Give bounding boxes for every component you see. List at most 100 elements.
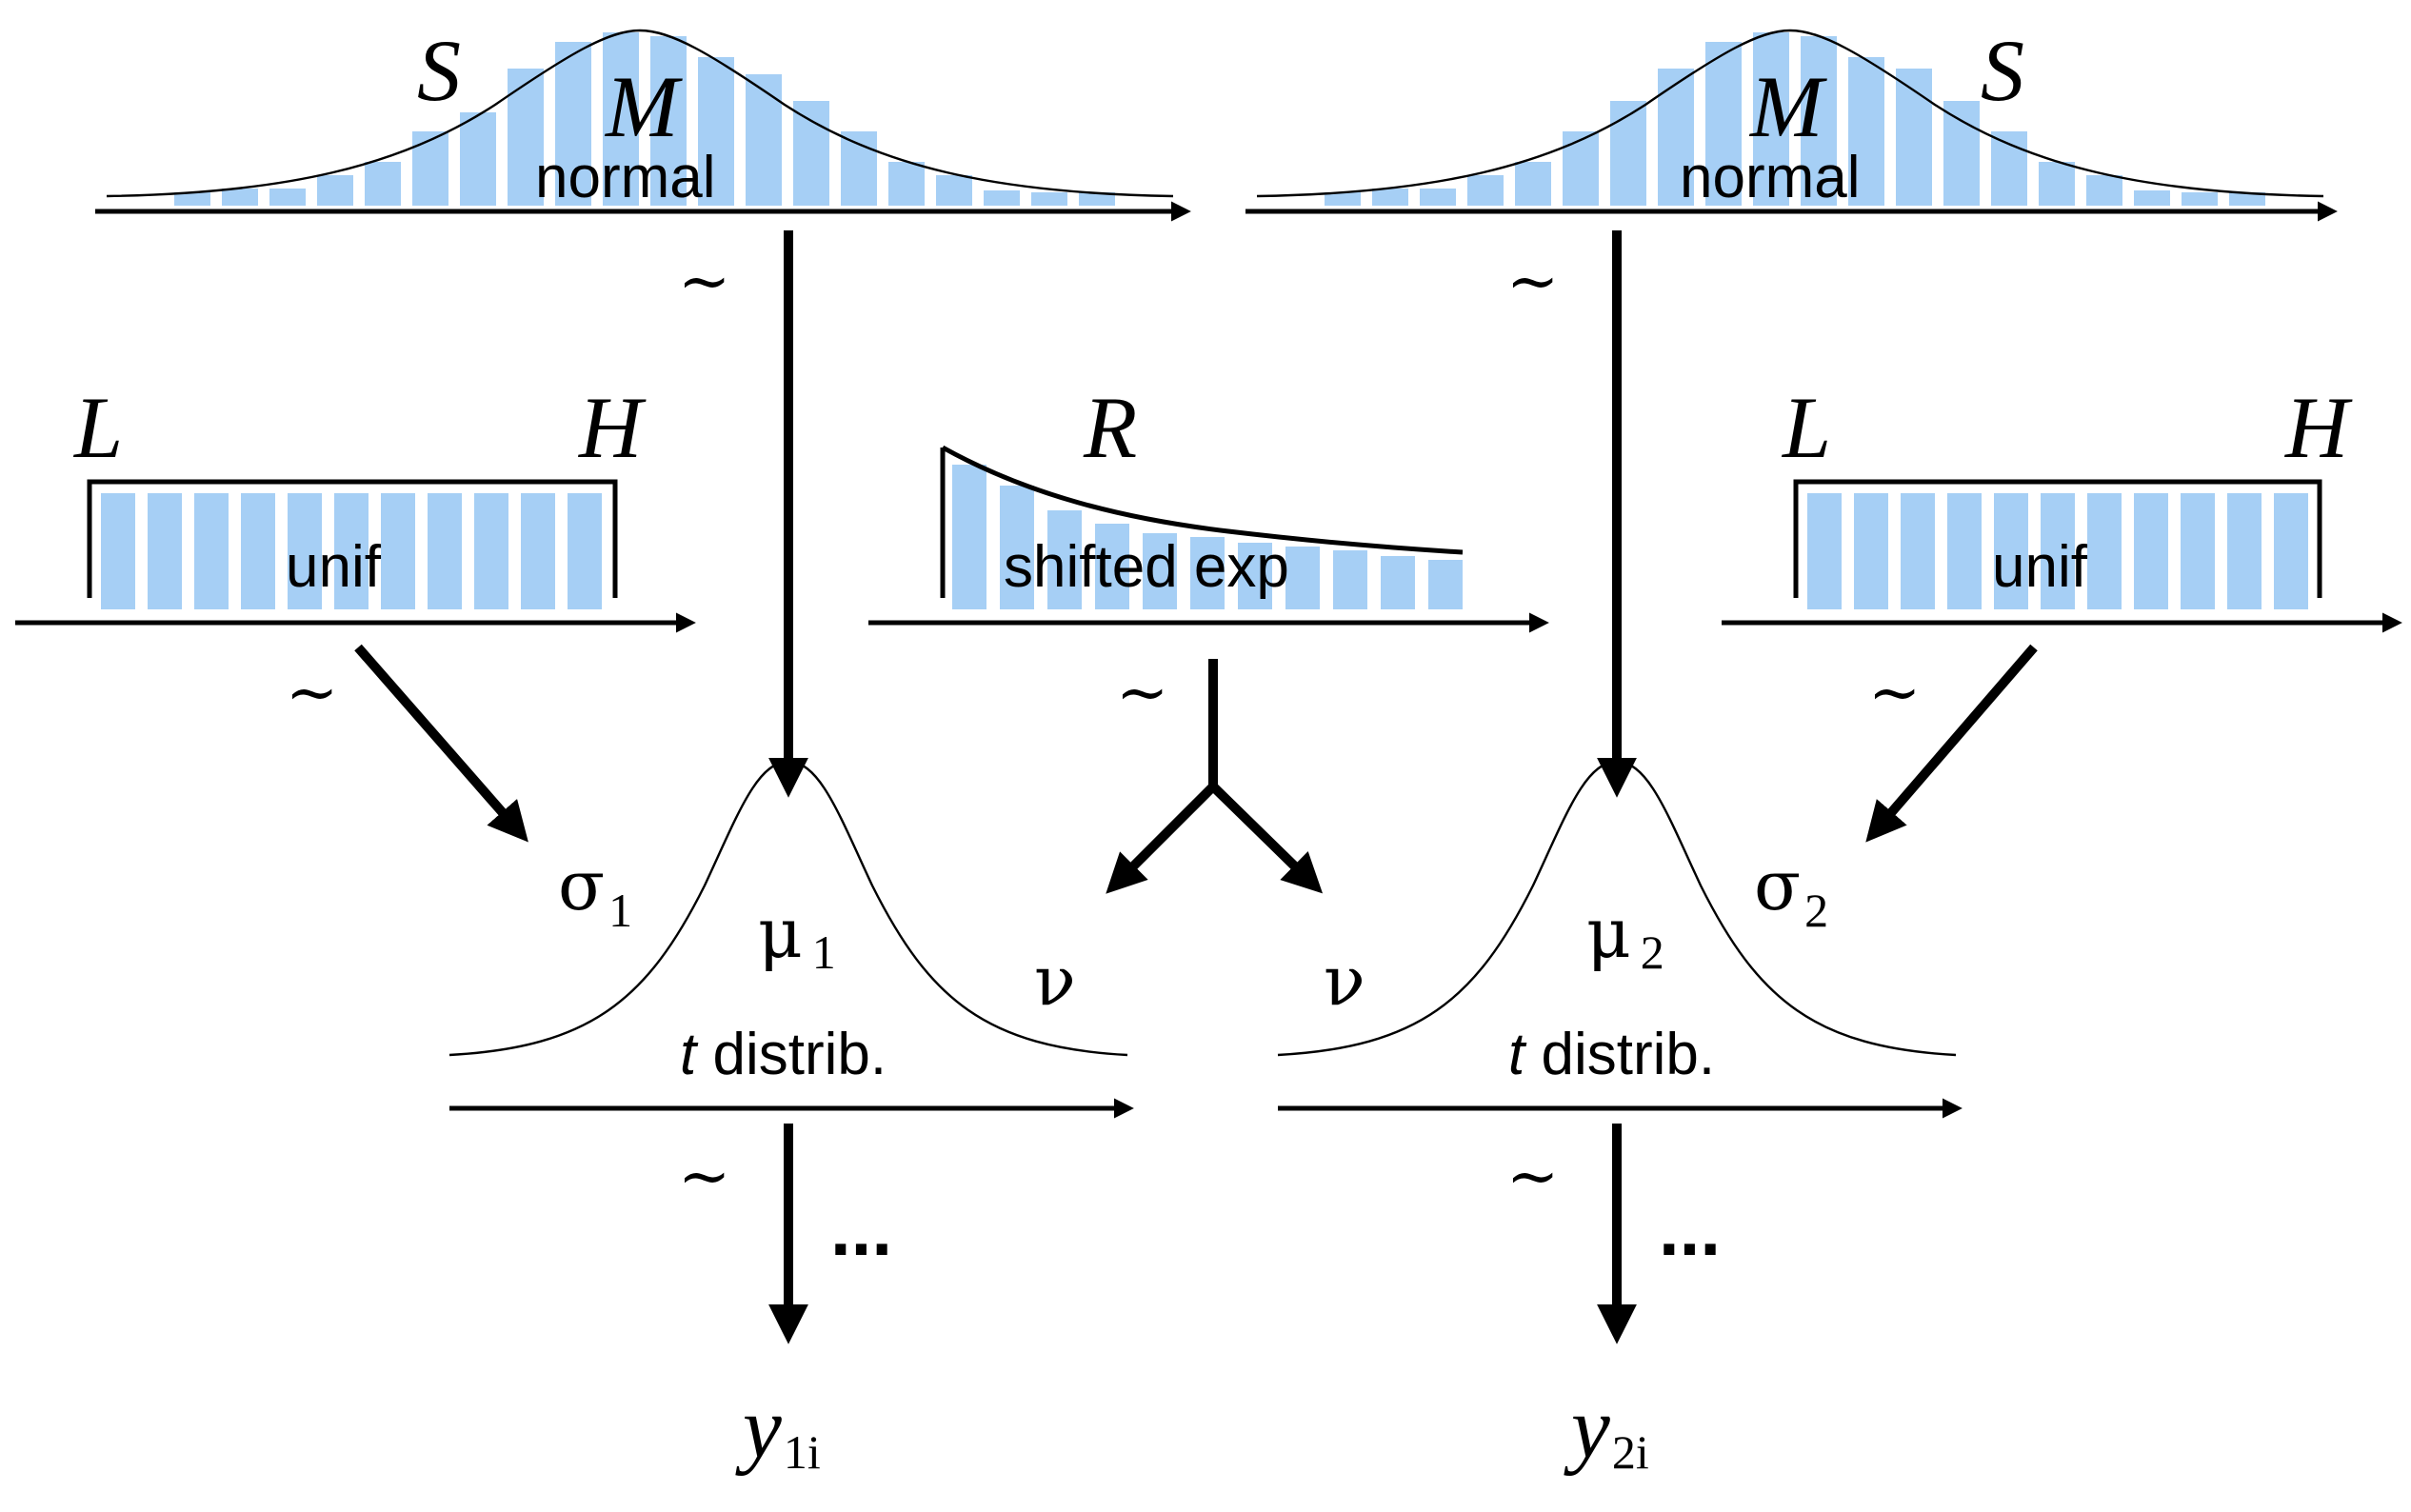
histogram-bar	[1563, 131, 1599, 206]
histogram-bar	[1943, 101, 1980, 206]
histogram-bar	[1325, 192, 1361, 206]
tilde-y2: ~	[1506, 1140, 1559, 1213]
histogram-bar	[428, 493, 462, 609]
histogram-bar	[1848, 57, 1884, 206]
histogram-bar	[1372, 189, 1408, 206]
normal-prior-right: S M normal	[1245, 22, 2338, 222]
label-t-distrib-left: t distrib.	[680, 1022, 887, 1087]
uniform-bars-right	[1807, 493, 2308, 609]
histogram-bar	[841, 131, 877, 206]
histogram-bar	[1854, 493, 1888, 609]
label-normal-left: normal	[535, 145, 716, 210]
normal-curve-left	[106, 29, 1174, 198]
histogram-bar	[746, 74, 782, 206]
histogram-bar	[1381, 556, 1415, 609]
histogram-bar	[1143, 533, 1177, 609]
arrow-nu-left	[1106, 783, 1217, 894]
histogram-bar	[365, 162, 401, 206]
histogram-bar	[194, 493, 229, 609]
histogram-bar	[2134, 493, 2168, 609]
label-M-left: M	[604, 58, 683, 155]
label-shifted-exp: shifted exp	[1004, 534, 1289, 600]
histogram-bar	[698, 57, 734, 206]
histogram-bar	[174, 192, 210, 206]
histogram-bar	[2229, 192, 2265, 206]
histogram-bar	[148, 493, 182, 609]
label-R: R	[1083, 379, 1137, 476]
histogram-bar	[317, 175, 353, 206]
uniform-outline-right	[1793, 479, 2322, 598]
histogram-bar	[603, 32, 639, 206]
label-S-right: S	[1981, 22, 2024, 119]
histogram-bar	[2039, 162, 2075, 206]
arrow-sigma1	[354, 644, 528, 843]
tilde-mu1: ~	[678, 245, 730, 318]
tilde-mu2: ~	[1506, 245, 1559, 318]
histogram-bar	[1901, 493, 1935, 609]
histogram-bar	[381, 493, 415, 609]
histogram-bar	[334, 493, 369, 609]
data-output-right: ... y2i	[1564, 1187, 1721, 1479]
label-unif-right: unif	[1992, 534, 2088, 600]
shifted-exp-bars	[952, 465, 1463, 609]
tilde-nu: ~	[1116, 656, 1168, 729]
label-nu-right: ν	[1324, 941, 1365, 1021]
histogram-bar	[2182, 192, 2218, 206]
histogram-bar	[269, 189, 306, 206]
histogram-bar	[1047, 510, 1082, 609]
arrow-sigma2	[1865, 644, 2038, 843]
histogram-bar	[1753, 32, 1789, 206]
ellipsis-left: ...	[830, 1187, 892, 1271]
histogram-bar	[1994, 493, 2028, 609]
tilde-y1: ~	[678, 1140, 730, 1213]
histogram-bar	[288, 493, 322, 609]
uniform-prior-right: L H unif	[1722, 379, 2402, 633]
histogram-bar	[888, 162, 925, 206]
normal-bars-right	[1325, 32, 2265, 206]
tilde-sigma1: ~	[286, 656, 338, 729]
histogram-bar	[984, 190, 1020, 206]
label-t-distrib-right: t distrib.	[1508, 1022, 1715, 1087]
histogram-bar	[568, 493, 602, 609]
label-nu-left: ν	[1034, 941, 1076, 1021]
histogram-bar	[412, 131, 448, 206]
histogram-bar	[1428, 560, 1463, 609]
histogram-bar	[1947, 493, 1982, 609]
tilde-sigma2: ~	[1868, 656, 1921, 729]
histogram-bar	[1190, 537, 1225, 609]
label-sigma-2: σ2	[1754, 846, 1828, 937]
label-L-left: L	[72, 379, 123, 476]
histogram-bar	[2181, 493, 2215, 609]
histogram-bar	[241, 493, 275, 609]
histogram-bar	[101, 493, 135, 609]
histogram-bar	[555, 42, 591, 206]
label-S-left: S	[417, 22, 461, 119]
histogram-bar	[2087, 493, 2122, 609]
uniform-outline-left	[87, 479, 618, 598]
label-H-left: H	[578, 379, 647, 476]
label-M-right: M	[1748, 58, 1827, 155]
label-y2i: y2i	[1564, 1379, 1649, 1479]
label-L-right: L	[1781, 379, 1831, 476]
normal-curve-right	[1256, 29, 2324, 198]
histogram-bar	[1420, 189, 1456, 206]
histogram-bar	[1705, 42, 1742, 206]
histogram-bar	[1807, 493, 1842, 609]
histogram-bar	[1079, 192, 1115, 206]
histogram-bar	[1801, 36, 1837, 206]
label-unif-left: unif	[286, 534, 382, 600]
data-output-left: ... y1i	[735, 1187, 892, 1479]
tildes: ~ ~ ~ ~ ~ ~ ~	[286, 245, 1921, 1213]
shifted-exp-prior: R shifted exp	[868, 379, 1549, 633]
histogram-bar	[2041, 493, 2075, 609]
histogram-bar	[2134, 190, 2170, 206]
arrow-nu-right	[1209, 783, 1324, 894]
arrows	[354, 230, 2038, 1344]
histogram-bar	[1031, 192, 1067, 206]
histogram-bar	[1515, 162, 1551, 206]
label-H-right: H	[2284, 379, 2353, 476]
